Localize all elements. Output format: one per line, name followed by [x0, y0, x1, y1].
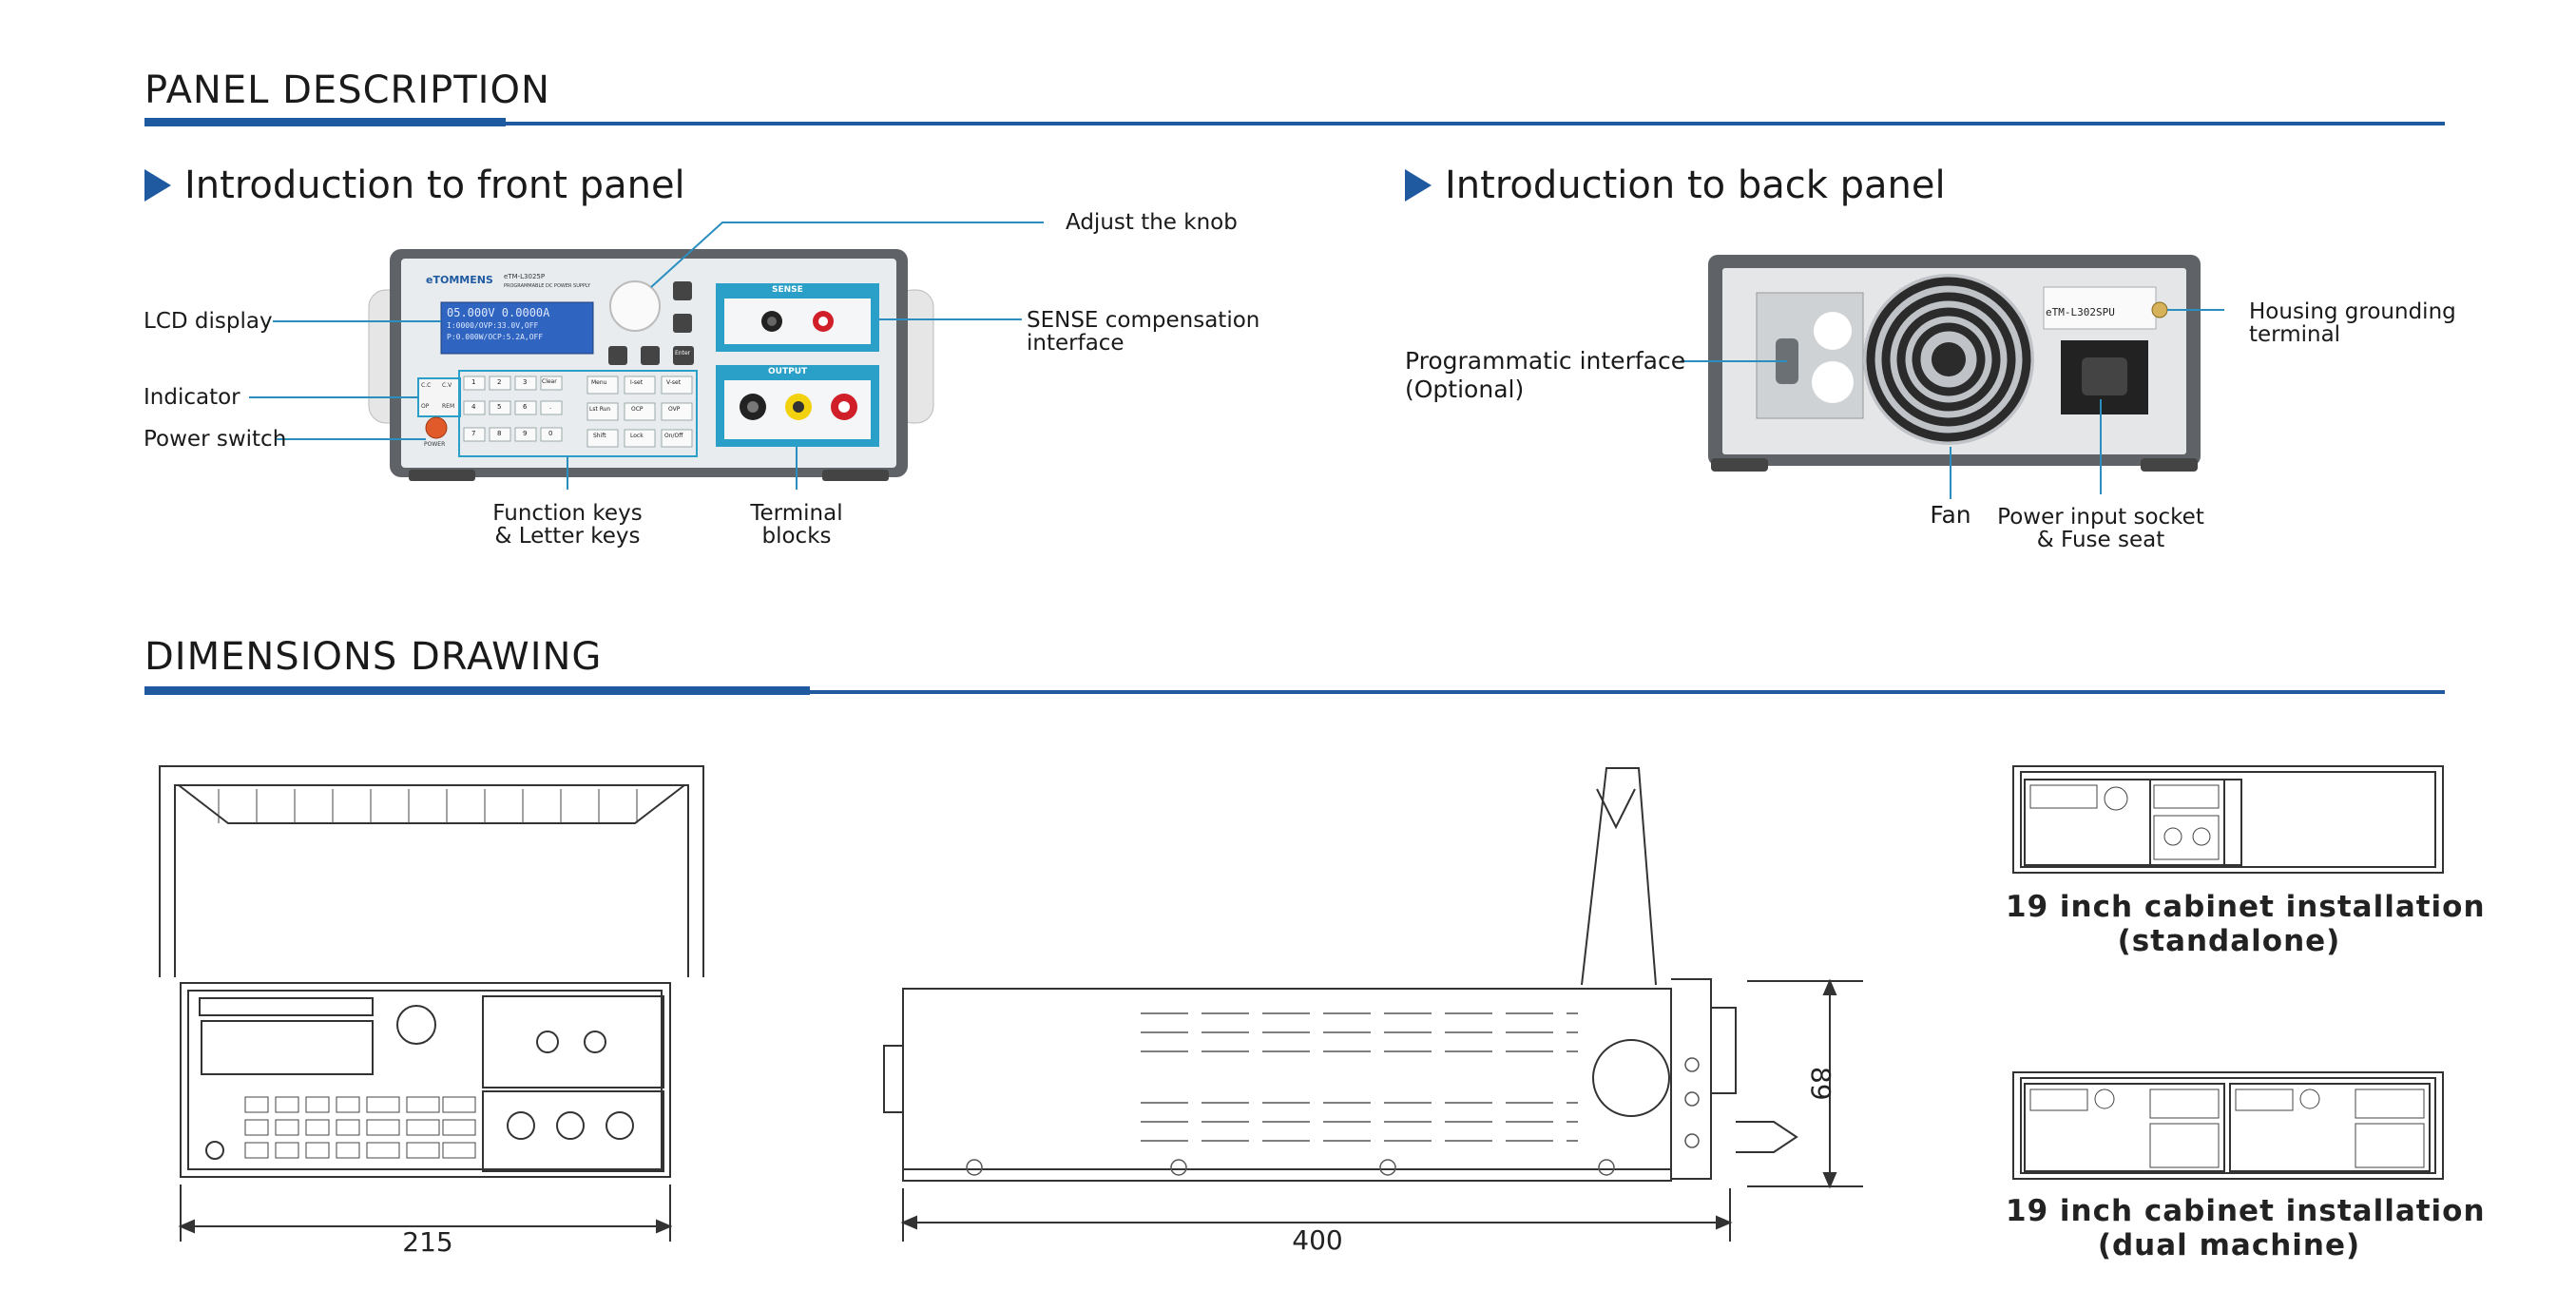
cabinet-dual-caption: 19 inch cabinet installation (dual machi…: [2006, 1194, 2486, 1262]
indicator-cv: C.V: [442, 382, 452, 389]
front-panel-heading: Introduction to front panel: [144, 164, 685, 207]
device-brand: eTOMMENS: [426, 274, 493, 286]
key-3: 3: [523, 378, 528, 386]
dimensions-title: DIMENSIONS DRAWING: [144, 635, 603, 679]
back-label-model: eTM-L302SPU: [2046, 306, 2115, 318]
device-subtitle: PROGRAMMABLE DC POWER SUPPLY: [504, 283, 591, 289]
key-8: 8: [497, 430, 502, 437]
callout-adjust-knob: Adjust the knob: [1066, 210, 1238, 235]
panel-description-rule-accent: [144, 118, 506, 126]
sense-label: SENSE: [772, 285, 803, 295]
callout-programmatic-interface: Programmatic interface (Optional): [1405, 347, 1686, 403]
dimension-depth-label: 400: [1292, 1224, 1343, 1256]
indicator-op: OP: [421, 403, 430, 410]
callout-power-input: Power input socket & Fuse seat: [1997, 505, 2204, 552]
panel-description-rule: [144, 122, 2445, 125]
callout-fan: Fan: [1930, 501, 1971, 529]
cabinet-standalone-caption: 19 inch cabinet installation (standalone…: [2006, 890, 2486, 958]
lcd-line-1: 05.000V 0.0000A: [447, 306, 550, 319]
callout-function-keys: Function keys & Letter keys: [492, 501, 643, 549]
lcd-line-3: P:0.000W/OCP:5.2A,OFF: [447, 333, 544, 341]
triangle-bullet-icon: [144, 169, 171, 202]
key-vset: V-set: [666, 379, 682, 386]
key-7: 7: [471, 430, 476, 437]
key-dot: .: [549, 403, 552, 411]
callout-power-switch: Power switch: [144, 427, 287, 452]
key-shift: Shift: [593, 433, 606, 439]
key-2: 2: [497, 378, 502, 386]
indicator-rem: REM: [442, 403, 455, 410]
panel-description-title: PANEL DESCRIPTION: [144, 68, 550, 112]
key-lstrun: Lst Run: [589, 406, 611, 413]
key-lock: Lock: [630, 433, 644, 439]
back-panel-heading: Introduction to back panel: [1405, 164, 1946, 207]
power-label: POWER: [424, 441, 446, 448]
callout-lcd-display: LCD display: [144, 309, 273, 334]
key-iset: I-set: [630, 379, 644, 386]
key-ocp: OCP: [631, 406, 644, 413]
key-5: 5: [497, 403, 502, 411]
key-menu: Menu: [591, 379, 607, 386]
key-onoff: On/Off: [664, 433, 683, 439]
key-clear: Clear: [542, 378, 557, 385]
indicator-cc: C.C: [421, 382, 432, 389]
dimension-width-label: 215: [402, 1226, 453, 1258]
key-4: 4: [471, 403, 476, 411]
key-ovp: OVP: [668, 406, 681, 413]
callout-terminal-blocks: Terminal blocks: [750, 501, 843, 549]
output-label: OUTPUT: [768, 367, 808, 376]
key-6: 6: [523, 403, 528, 411]
callout-indicator: Indicator: [144, 385, 240, 410]
device-model: eTM-L3025P: [504, 273, 546, 280]
triangle-bullet-icon: [1405, 169, 1432, 202]
callout-housing-ground: Housing grounding terminal: [2249, 299, 2456, 347]
dimensions-rule: [144, 690, 2445, 694]
callout-sense: SENSE compensation interface: [1027, 308, 1260, 356]
key-1: 1: [471, 378, 476, 386]
lcd-line-2: I:0000/OVP:33.0V,OFF: [447, 321, 539, 330]
dimensions-rule-accent: [144, 686, 810, 695]
key-0: 0: [548, 430, 553, 437]
key-9: 9: [523, 430, 528, 437]
key-enter: Enter: [675, 350, 691, 356]
